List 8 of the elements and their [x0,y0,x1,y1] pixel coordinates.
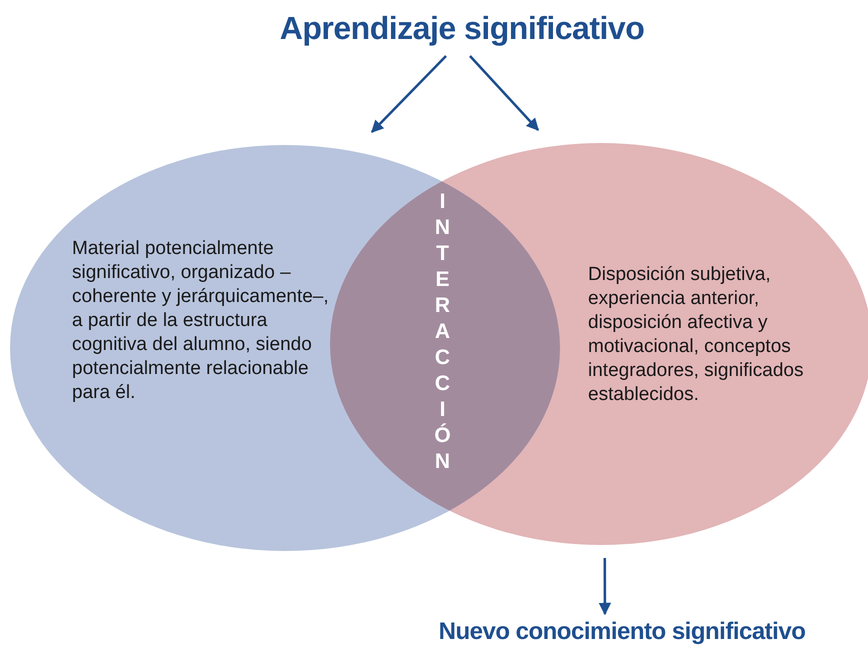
heading-text: Nuevo conocimiento significativo [438,618,806,646]
arrow [598,558,612,616]
vertical-label: INTERACCIÓN [430,190,454,476]
description-text: Material potencialmente significativo, organizado –coherente y jerárquicamente–, a partir de la estructura cognitiva del alumno, siendo potencialmente relacionable para él. [72,237,330,405]
arrow [371,55,447,133]
description-text: Disposición subjetiva, experiencia anterior, disposición afectiva y motivacional, conceptos integradores, significados establecidos. [588,263,804,407]
arrow [469,55,540,131]
heading-text: Aprendizaje significativo [278,10,646,47]
